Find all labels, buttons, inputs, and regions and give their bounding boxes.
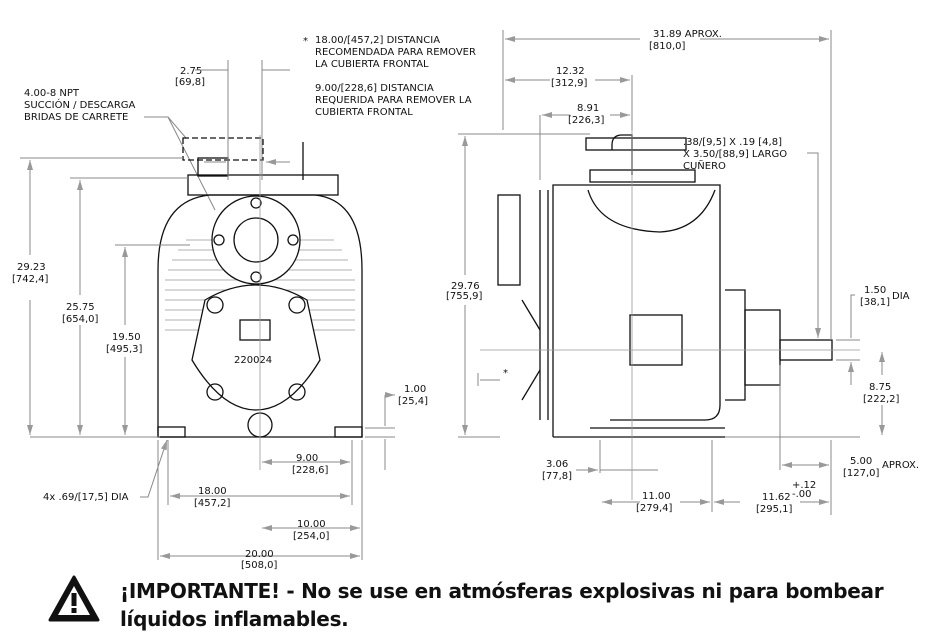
dim-metric: [254,0] bbox=[293, 531, 330, 542]
dim-metric: [38,1] bbox=[860, 297, 890, 308]
dim-value: 31.89 APROX. bbox=[653, 29, 722, 40]
dim-metric: [295,1] bbox=[756, 504, 793, 515]
removal-distance-notes: * 18.00/[457,2] DISTANCIA RECOMENDADA PA… bbox=[303, 35, 476, 118]
dim-metric: [495,3] bbox=[106, 344, 143, 355]
note-line: REQUERIDA PARA REMOVER LA bbox=[315, 95, 472, 106]
flange-note: 4.00-8 NPT SUCCIÓN / DESCARGA BRIDAS DE … bbox=[24, 88, 216, 211]
dim-value: 29.23 bbox=[17, 262, 46, 273]
warning-message: ¡IMPORTANTE! - No se use en atmósferas e… bbox=[120, 577, 884, 633]
dim-metric: [312,9] bbox=[551, 78, 588, 89]
warning-line-2: líquidos inflamables. bbox=[120, 607, 349, 631]
keyway-note: .38/[9,5] X .19 [4,8] X 3.50/[88,9] LARG… bbox=[683, 137, 821, 338]
dim-metric: [810,0] bbox=[649, 41, 686, 52]
dim-metric: [127,0] bbox=[843, 468, 880, 479]
dim-suffix: DIA bbox=[892, 291, 910, 302]
note-line: CUÑERO bbox=[683, 159, 726, 172]
dim-value: 20.00 bbox=[245, 549, 274, 560]
dim-metric: [508,0] bbox=[241, 560, 278, 571]
dim-value: 25.75 bbox=[66, 302, 95, 313]
holes-note: 4x .69/[17,5] DIA bbox=[43, 492, 129, 503]
dim-metric: [654,0] bbox=[62, 314, 99, 325]
dim-value: 9.00 bbox=[296, 453, 318, 464]
dim-value: 10.00 bbox=[297, 519, 326, 530]
side-view: * bbox=[477, 100, 860, 500]
side-view-dimensions: 31.89 APROX. [810,0] 12.32 [312,9] 8.91 … bbox=[446, 29, 919, 515]
dim-value: 11.00 bbox=[642, 491, 671, 502]
note-line: 18.00/[457,2] DISTANCIA bbox=[315, 35, 440, 46]
dim-value: 18.00 bbox=[198, 486, 227, 497]
dim-metric: [279,4] bbox=[636, 503, 673, 514]
dim-metric: [25,4] bbox=[398, 396, 428, 407]
dim-value: 5.00 bbox=[850, 456, 872, 467]
dim-value: 1.50 bbox=[864, 285, 886, 296]
dim-metric: [77,8] bbox=[542, 471, 572, 482]
nameplate-number: 220024 bbox=[234, 355, 272, 366]
dim-value: 11.62 bbox=[762, 492, 791, 503]
dim-metric: [742,4] bbox=[12, 274, 49, 285]
dim-value: 3.06 bbox=[546, 459, 568, 470]
front-view: 220024 bbox=[157, 135, 363, 470]
dim-value: 8.75 bbox=[869, 382, 891, 393]
star-symbol: * bbox=[503, 368, 508, 379]
front-view-dimensions: 2.75 [69,8] 29.23 [742,4] 25.75 [654,0] … bbox=[12, 60, 428, 571]
dim-metric: [69,8] bbox=[175, 77, 205, 88]
dim-value: 29.76 bbox=[451, 281, 480, 292]
dim-metric: [457,2] bbox=[194, 498, 231, 509]
warning-triangle-icon bbox=[48, 575, 100, 622]
note-line: X 3.50/[88,9] LARGO bbox=[683, 149, 787, 160]
dim-value: 2.75 bbox=[180, 66, 202, 77]
dim-tolerance: +.12 bbox=[792, 480, 816, 491]
dim-value: 8.91 bbox=[577, 103, 599, 114]
dim-tolerance: -.00 bbox=[792, 489, 812, 500]
note-line: LA CUBIERTA FRONTAL bbox=[315, 59, 429, 70]
note-line: 9.00/[228,6] DISTANCIA bbox=[315, 83, 434, 94]
dim-metric: [755,9] bbox=[446, 291, 483, 302]
note-line: BRIDAS DE CARRETE bbox=[24, 112, 128, 123]
warning-line-1: ¡IMPORTANTE! - No se use en atmósferas e… bbox=[120, 579, 884, 603]
dim-value: 1.00 bbox=[404, 384, 426, 395]
star-symbol: * bbox=[303, 36, 308, 47]
note-line: CUBIERTA FRONTAL bbox=[315, 107, 413, 118]
note-line: 4.00-8 NPT bbox=[24, 88, 80, 99]
dim-metric: [222,2] bbox=[863, 394, 900, 405]
dim-metric: [226,3] bbox=[568, 115, 605, 126]
note-line: .38/[9,5] X .19 [4,8] bbox=[683, 137, 782, 148]
dim-value: 19.50 bbox=[112, 332, 141, 343]
dim-metric: [228,6] bbox=[292, 465, 329, 476]
note-line: SUCCIÓN / DESCARGA bbox=[24, 98, 136, 111]
dim-value: 12.32 bbox=[556, 66, 585, 77]
note-line: RECOMENDADA PARA REMOVER bbox=[315, 47, 476, 58]
dim-suffix: APROX. bbox=[882, 460, 919, 471]
